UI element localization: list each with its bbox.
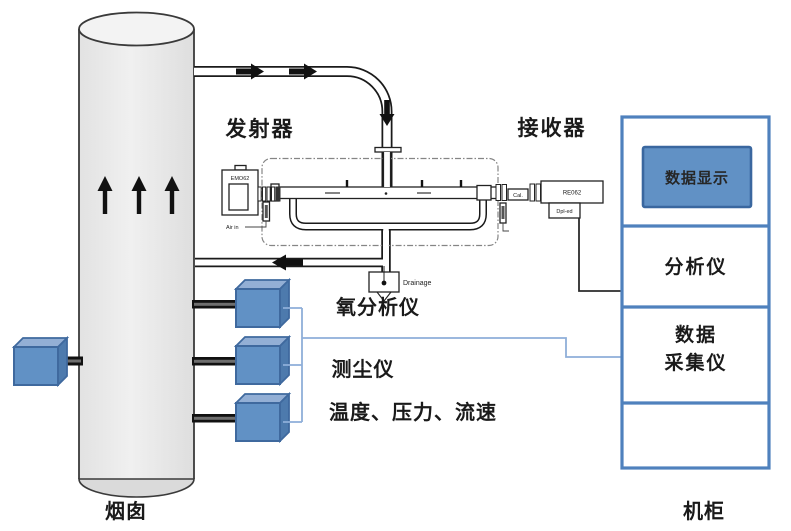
receiver-sub-label: Dpl-ed: [556, 209, 572, 215]
dust-probe-box: [192, 334, 292, 387]
data-display-label: 数据显示: [665, 169, 729, 187]
flow-arrow-down-icon: [379, 100, 395, 126]
transmitter-unit: EMO62 Air in: [221, 164, 281, 231]
chimney: [78, 11, 195, 498]
probe-signal-bracket: [283, 307, 303, 423]
drainage-valve: Drainage: [368, 266, 432, 302]
transmitter-coupling: [257, 186, 276, 202]
air-in-line: [245, 221, 267, 228]
analyzer-section-label: 分析仪: [664, 255, 727, 278]
cal-label: Cal.: [513, 193, 523, 199]
bypass-pipe: [289, 197, 487, 231]
chimney-top-ellipse: [78, 11, 195, 47]
sample-feed-pipe: [194, 63, 395, 187]
chimney-body: [79, 29, 194, 479]
chimney-bottom-cap: [78, 478, 195, 498]
receiver-to-cabinet-cable: [578, 218, 621, 292]
sensor-box-left: [11, 335, 83, 388]
transmitter-window: [228, 183, 249, 211]
cabinet-label: 机柜: [683, 499, 725, 523]
cabinet: 数据显示 分析仪 数据 采集仪: [620, 115, 771, 470]
measuring-tube: [276, 186, 500, 200]
daq-section-label-line1: 数据: [675, 323, 717, 346]
feed-pipe-flange: [374, 146, 402, 153]
dust-monitor-label: 测尘仪: [332, 358, 395, 381]
receiver-label: 接收器: [518, 116, 587, 140]
transmitter-label: 发射器: [225, 117, 295, 141]
tube-right-endcap: [476, 184, 492, 201]
transmitter-flange: [275, 186, 281, 202]
drainage-label: Drainage: [403, 280, 432, 287]
oxygen-analyzer-label: 氧分析仪: [335, 295, 420, 319]
daq-section-label-line2: 采集仪: [664, 351, 727, 374]
flow-arrow-left-icon: [272, 254, 303, 271]
transmitter-model-label: EMO62: [231, 176, 250, 182]
flue-gas-up-arrows-icon: [97, 176, 180, 214]
oxygen-probe-box: [192, 277, 292, 330]
tube-center-dot: [384, 192, 388, 195]
signal-lines: [283, 218, 621, 423]
receiver-model-label: RE062: [563, 191, 582, 197]
chimney-label: 烟囱: [105, 499, 147, 523]
flow-arrow-right-icon: [236, 63, 317, 80]
tube-bolt-ticks: [345, 180, 463, 187]
air-in-label: Air in: [226, 225, 239, 231]
analyzer-enclosure-dashed-box: [261, 157, 499, 247]
sample-return-pipe: [195, 229, 391, 273]
probe-to-cabinet-line: [302, 337, 621, 358]
data-display-screen: [641, 145, 753, 209]
temp-pressure-flow-probe-box: [192, 391, 292, 444]
cal-port: [507, 188, 529, 201]
gas-analyzer-assembly: EMO62 Air in Cal. RE062: [221, 146, 604, 302]
temp-pressure-flow-label: 温度、压力、流速: [329, 400, 497, 424]
receiver-unit: Cal. RE062 Dpl-ed: [495, 180, 604, 232]
